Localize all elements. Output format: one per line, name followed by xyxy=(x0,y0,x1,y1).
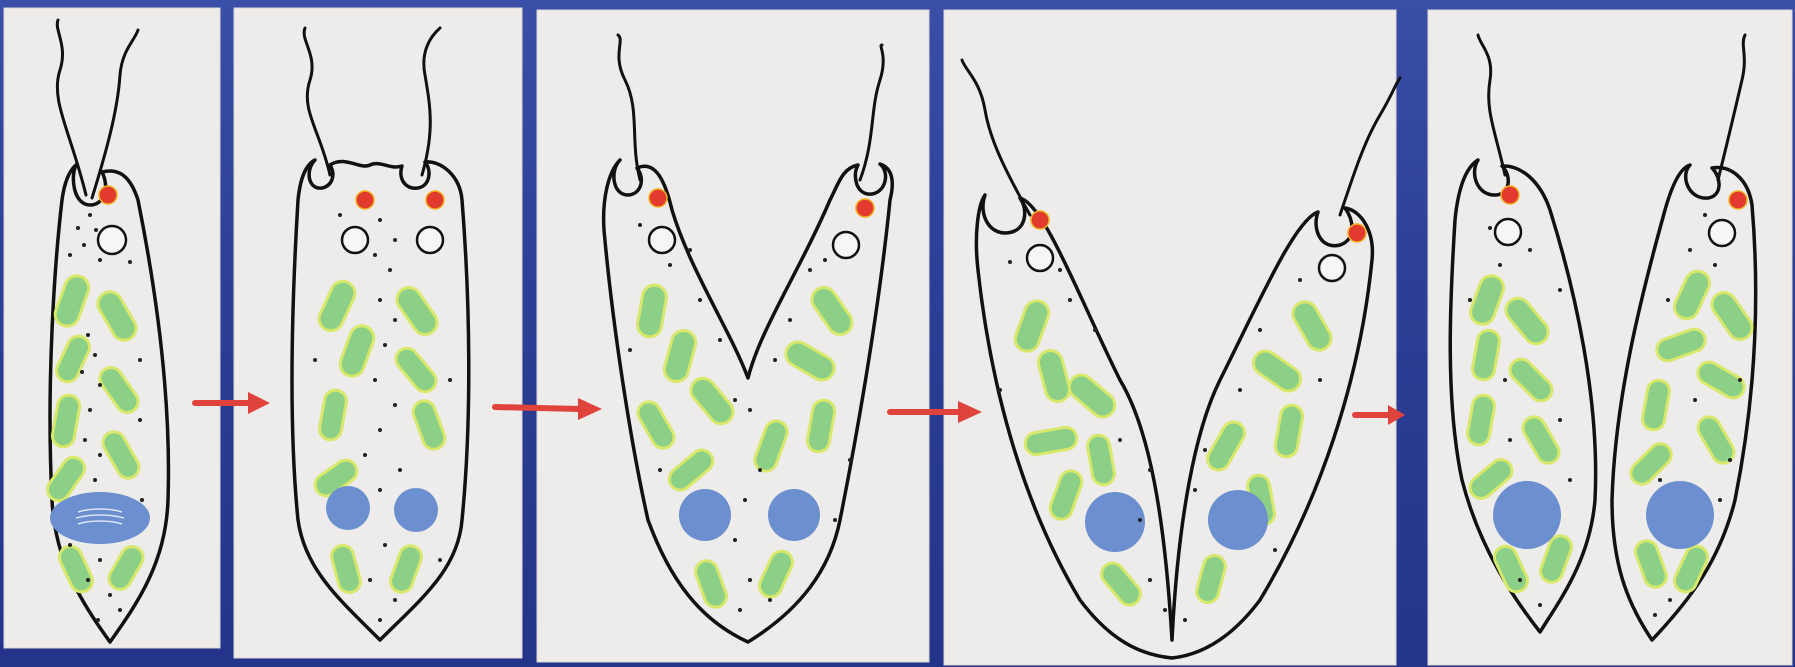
nucleus xyxy=(1493,481,1561,549)
panel-3 xyxy=(537,10,929,662)
eyespot xyxy=(1348,224,1366,242)
nucleus xyxy=(326,486,370,530)
eyespot xyxy=(856,199,874,217)
nucleus xyxy=(50,492,150,544)
contractile-vacuole xyxy=(1495,219,1521,245)
contractile-vacuole xyxy=(1319,255,1345,281)
eyespot xyxy=(356,191,374,209)
eyespot xyxy=(1031,211,1049,229)
nucleus xyxy=(1646,481,1714,549)
contractile-vacuole xyxy=(1027,245,1053,271)
contractile-vacuole xyxy=(417,227,443,253)
nucleus xyxy=(1085,492,1145,552)
nucleus xyxy=(1208,490,1268,550)
panel-2 xyxy=(234,8,522,658)
contractile-vacuole xyxy=(649,227,675,253)
eyespot xyxy=(99,186,117,204)
nucleus xyxy=(679,489,731,541)
contractile-vacuole xyxy=(1709,220,1735,246)
contractile-vacuole xyxy=(342,227,368,253)
contractile-vacuole xyxy=(833,232,859,258)
contractile-vacuole xyxy=(98,226,126,254)
nucleus xyxy=(394,488,438,532)
eyespot xyxy=(426,191,444,209)
nucleus xyxy=(768,489,820,541)
eyespot xyxy=(1501,186,1519,204)
eyespot xyxy=(1729,191,1747,209)
eyespot xyxy=(649,189,667,207)
